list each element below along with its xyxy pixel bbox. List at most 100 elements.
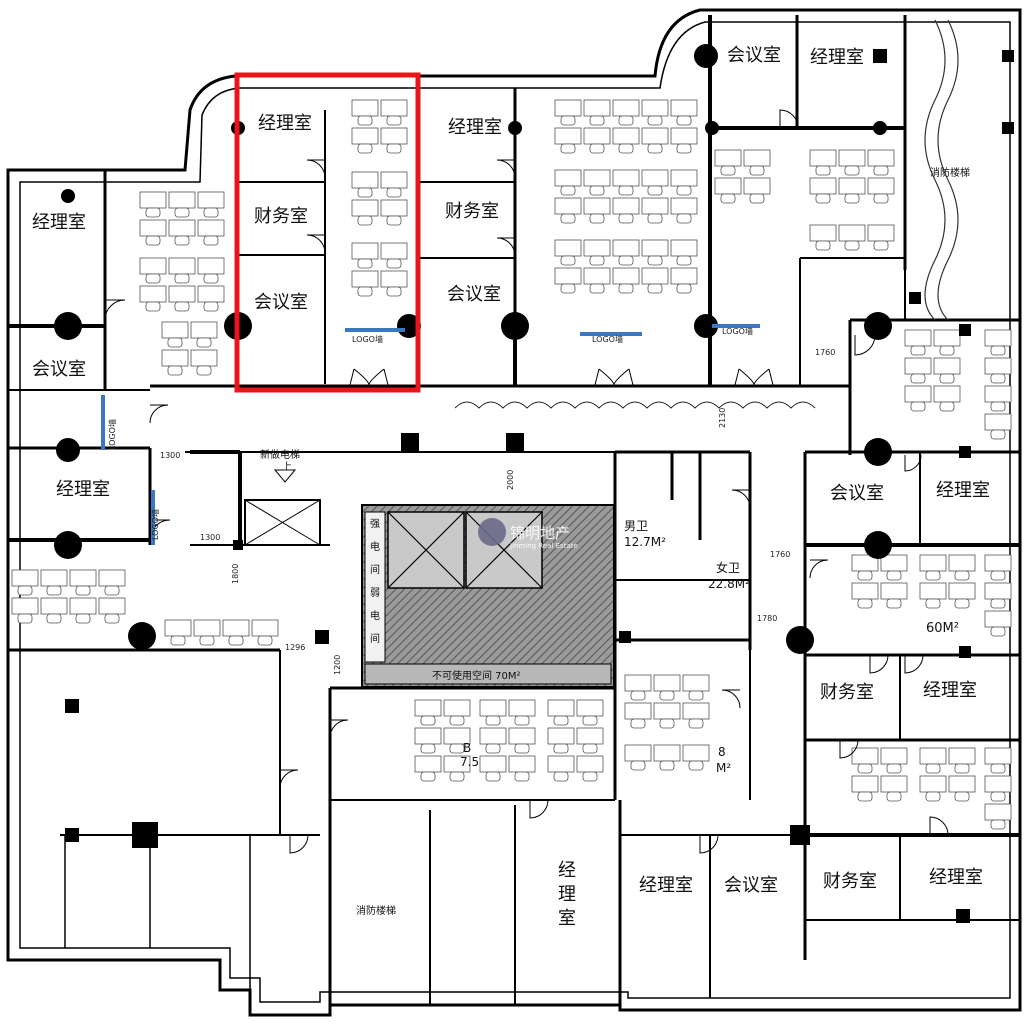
chair	[174, 235, 190, 246]
desk	[612, 239, 640, 257]
chair	[196, 365, 212, 376]
chair	[676, 185, 692, 196]
chair	[17, 585, 33, 596]
desk	[508, 699, 536, 717]
column-square	[619, 631, 631, 643]
outer-walls	[6, 8, 1022, 1017]
door-swing	[854, 334, 876, 356]
corridor-curtain	[454, 401, 816, 409]
chair	[886, 791, 902, 802]
chair	[720, 165, 736, 176]
chair	[386, 286, 402, 297]
chair	[386, 258, 402, 269]
desk	[414, 755, 442, 773]
chair	[589, 213, 605, 224]
desk	[612, 197, 640, 215]
desk	[351, 199, 379, 217]
desk	[576, 727, 604, 745]
door-swing	[279, 769, 299, 789]
desk	[670, 239, 698, 257]
desk	[743, 177, 771, 195]
label-area-8-unit: M²	[716, 761, 731, 775]
room-label-finance-bottom: 财务室	[823, 871, 877, 892]
desk	[838, 224, 866, 242]
chair	[676, 143, 692, 154]
door-swing	[306, 234, 326, 254]
highlight-frame	[234, 72, 421, 393]
column-round	[694, 44, 718, 68]
chair	[582, 771, 598, 782]
chair	[560, 143, 576, 154]
chair	[925, 570, 941, 581]
chair	[553, 771, 569, 782]
door-swing	[904, 454, 922, 472]
label-core-unusable: 不可使用空间 70M²	[432, 669, 521, 682]
chair	[910, 401, 926, 412]
chair	[990, 570, 1006, 581]
logo-wall-label-5: LOGO墙	[150, 509, 160, 540]
column-square	[1002, 50, 1014, 62]
desk	[904, 385, 932, 403]
chair	[420, 743, 436, 754]
desk	[867, 177, 895, 195]
door-swing	[104, 299, 126, 321]
desk	[190, 349, 218, 367]
chair	[386, 115, 402, 126]
chair	[990, 373, 1006, 384]
label-female-wc: 女卫	[716, 560, 740, 575]
chair	[174, 273, 190, 284]
chair	[257, 635, 273, 646]
room-label-manager-bottom-right: 经理室	[929, 867, 983, 888]
desk	[682, 674, 710, 692]
desk	[161, 349, 189, 367]
chair	[630, 718, 646, 729]
door-swing	[699, 834, 719, 854]
desk	[984, 329, 1012, 347]
room-label-fire-stair-top: 消防楼梯	[930, 166, 970, 179]
double-door	[598, 368, 630, 386]
chair	[676, 213, 692, 224]
desk	[583, 267, 611, 285]
column-square	[1002, 122, 1014, 134]
label-area-b: B	[463, 741, 471, 755]
room-label-fire-stair-bottom: 消防楼梯	[356, 904, 396, 917]
column-round	[873, 121, 887, 135]
desk	[197, 257, 225, 275]
chair	[589, 185, 605, 196]
column-round	[864, 312, 892, 340]
chair	[618, 143, 634, 154]
chair	[925, 791, 941, 802]
chair	[720, 193, 736, 204]
chair	[939, 345, 955, 356]
desk	[653, 674, 681, 692]
desk	[714, 177, 742, 195]
chair	[485, 771, 501, 782]
dimension-labels: 1760 2130 1760 1780 1300 1300 1800 1296 …	[160, 348, 835, 675]
room-label-meeting-right: 会议室	[830, 483, 884, 504]
desk	[851, 747, 879, 765]
desk	[554, 99, 582, 117]
desk	[351, 242, 379, 260]
desk	[583, 197, 611, 215]
desk	[919, 582, 947, 600]
column-square	[233, 540, 243, 550]
chair	[420, 771, 436, 782]
shaft-char: 间	[370, 563, 380, 576]
chair	[886, 598, 902, 609]
desk	[554, 267, 582, 285]
dimension: 1780	[757, 614, 777, 623]
chair	[618, 185, 634, 196]
desk	[251, 619, 279, 637]
column-round	[864, 438, 892, 466]
desk	[984, 747, 1012, 765]
desk	[547, 727, 575, 745]
room-label-meeting-bottom: 会议室	[724, 875, 778, 896]
desk	[547, 699, 575, 717]
logo-wall-label-2: LOGO墙	[592, 334, 623, 344]
desk	[351, 270, 379, 288]
door-swing	[779, 109, 799, 129]
chair	[553, 715, 569, 726]
room-label-meeting-mid: 会议室	[447, 284, 501, 305]
column-round	[786, 626, 814, 654]
chair	[589, 115, 605, 126]
